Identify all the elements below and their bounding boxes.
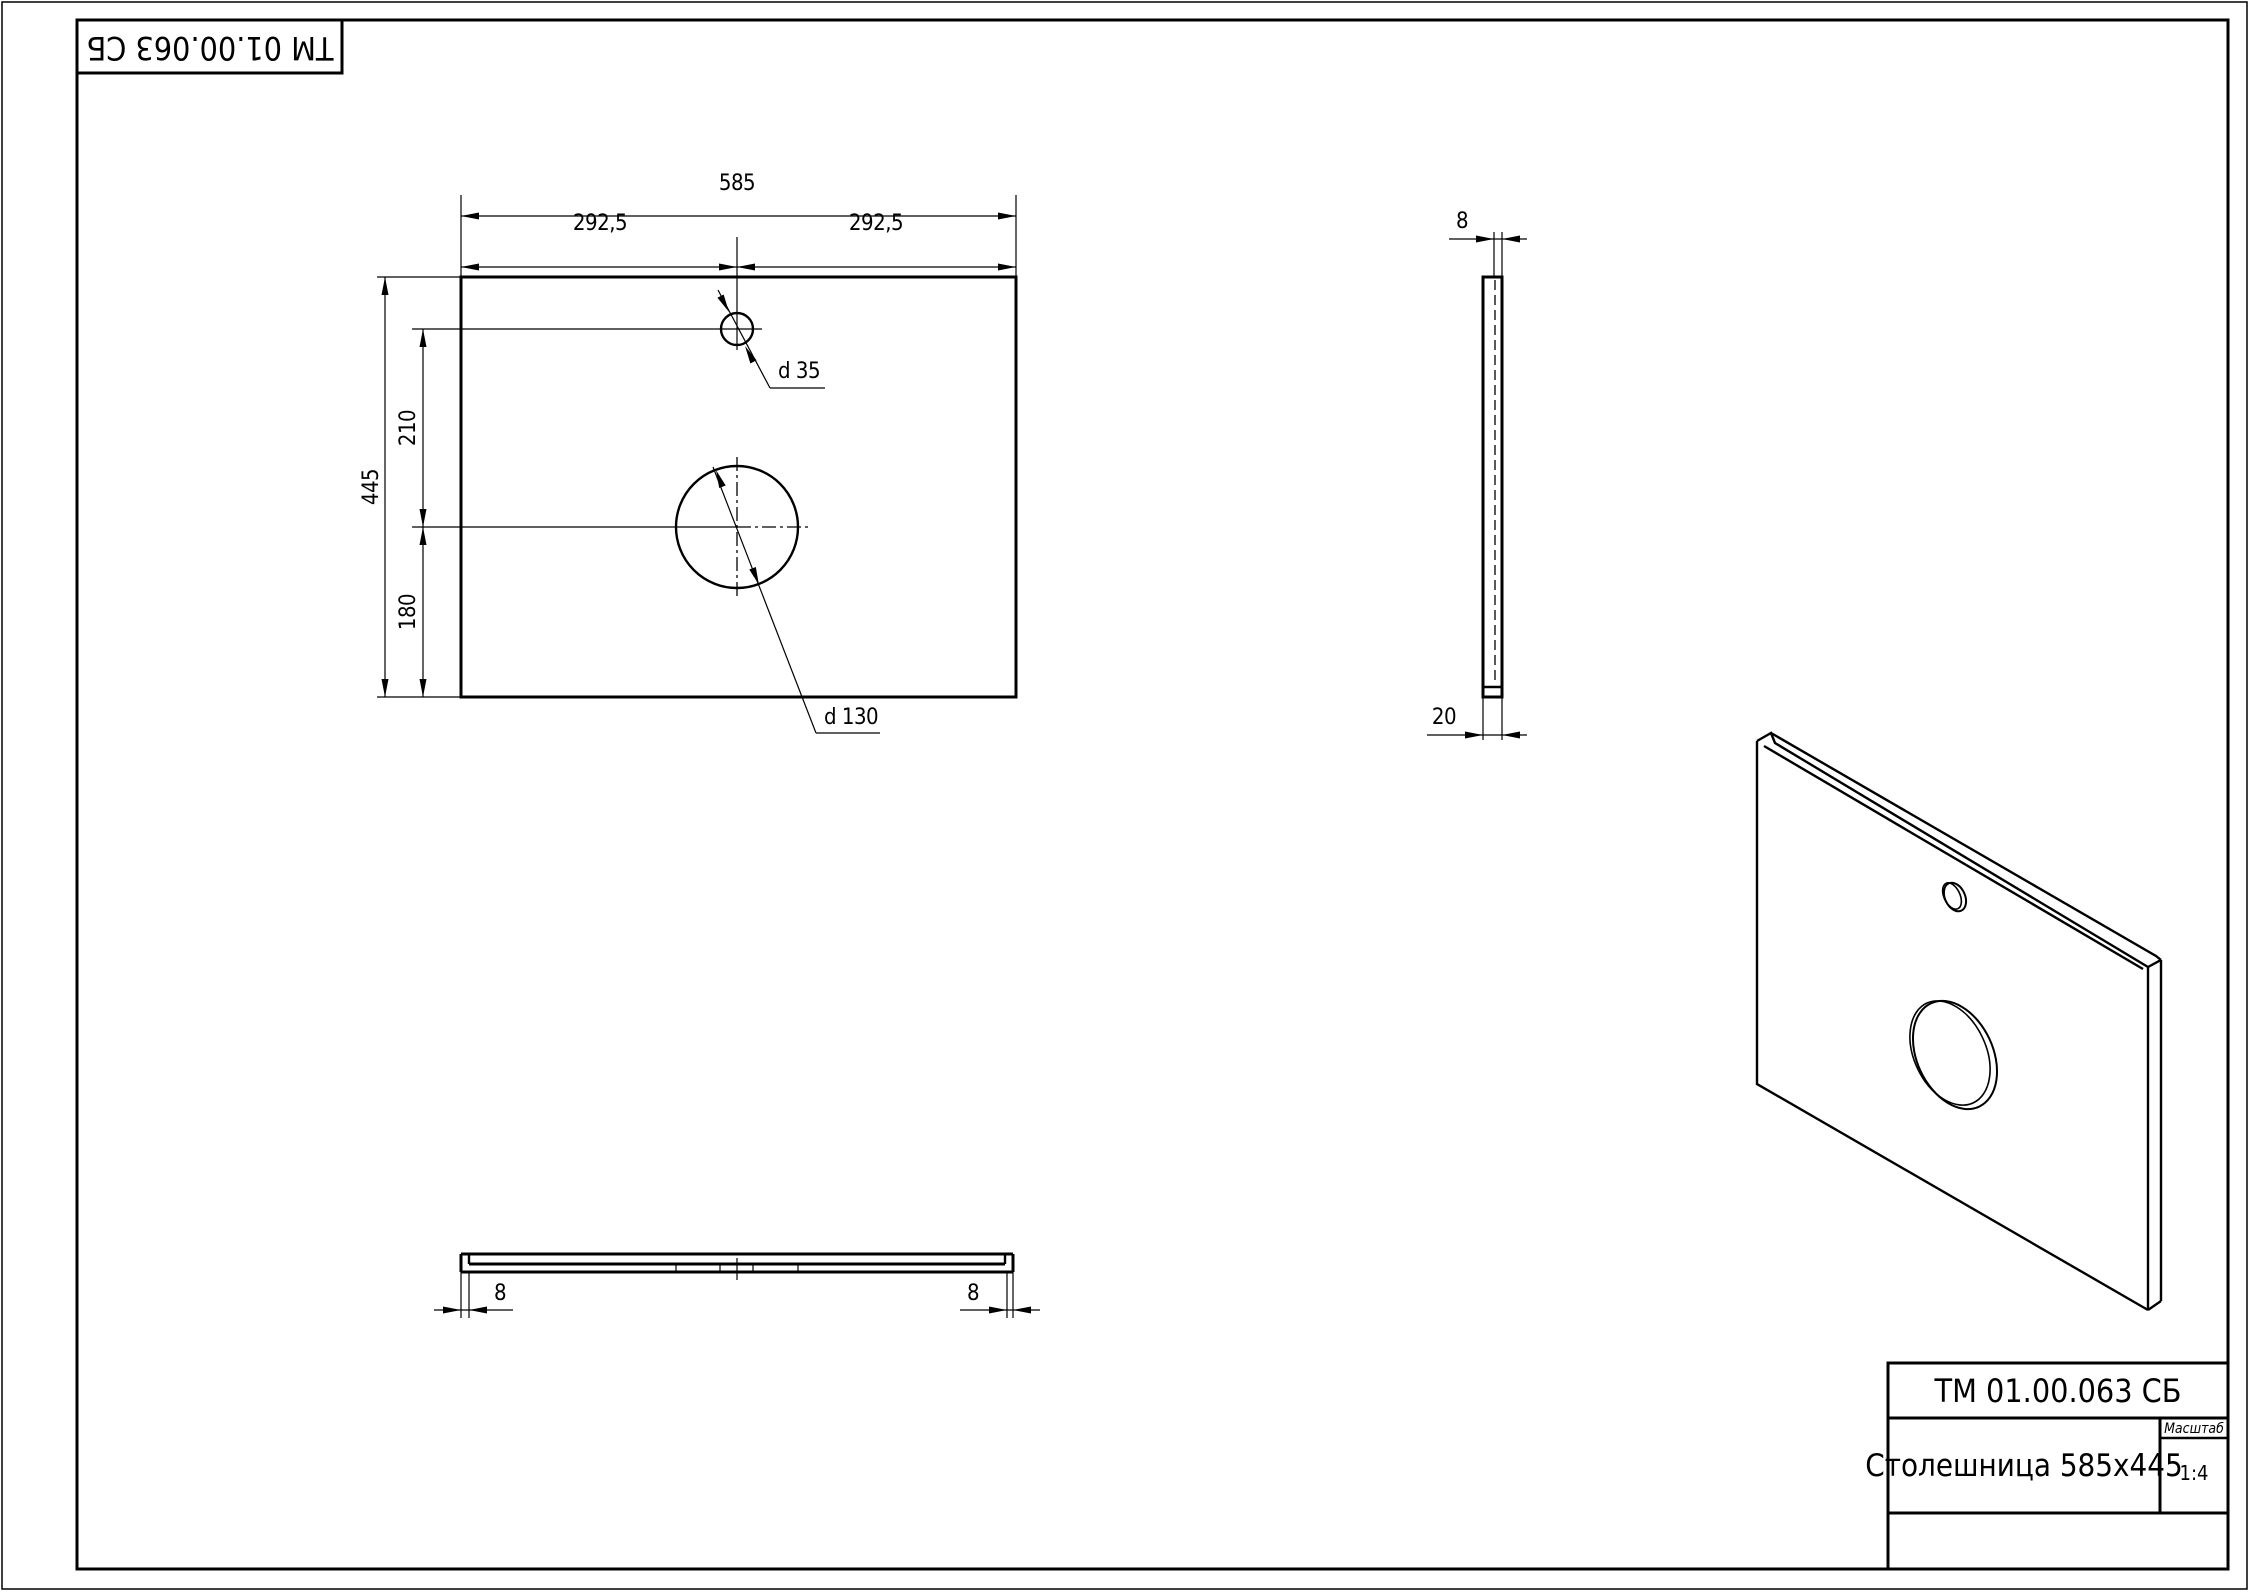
dim-text-side-8: 8 — [1456, 209, 1468, 234]
inner-frame — [75, 18, 2230, 1571]
scale-value: 1:4 — [2180, 1461, 2209, 1485]
dim-text-bottom-8-left: 8 — [494, 1281, 506, 1306]
title-block-code: ТМ 01.00.063 СБ — [1933, 1372, 2181, 1410]
dim-text-585: 585 — [719, 171, 755, 196]
dim-text-445: 445 — [359, 469, 384, 505]
rotated-code-stamp: ТМ 01.00.063 СБ — [75, 18, 344, 75]
dim-text-210: 210 — [396, 410, 421, 446]
title-block — [1886, 1361, 2230, 1571]
dim-text-292-5-right: 292,5 — [849, 211, 903, 236]
bottom-view — [434, 1252, 1040, 1318]
title-block-name: Столешница 585x445 — [1865, 1448, 2183, 1484]
isometric-view — [1755, 731, 2163, 1312]
dim-text-d35: d 35 — [778, 359, 820, 384]
side-outline — [1481, 275, 1504, 699]
dim-text-d130: d 130 — [824, 705, 878, 730]
front-view — [377, 195, 1018, 734]
side-view — [1427, 232, 1527, 740]
dim-text-side-20: 20 — [1432, 705, 1456, 730]
dim-text-180: 180 — [396, 594, 421, 630]
tabletop-outline — [459, 275, 1018, 699]
dim-text-292-5-left: 292,5 — [573, 211, 627, 236]
rotated-code-text: ТМ 01.00.063 СБ — [86, 29, 334, 67]
scale-label: Масштаб — [2164, 1421, 2224, 1437]
dim-text-bottom-8-right: 8 — [967, 1281, 979, 1306]
